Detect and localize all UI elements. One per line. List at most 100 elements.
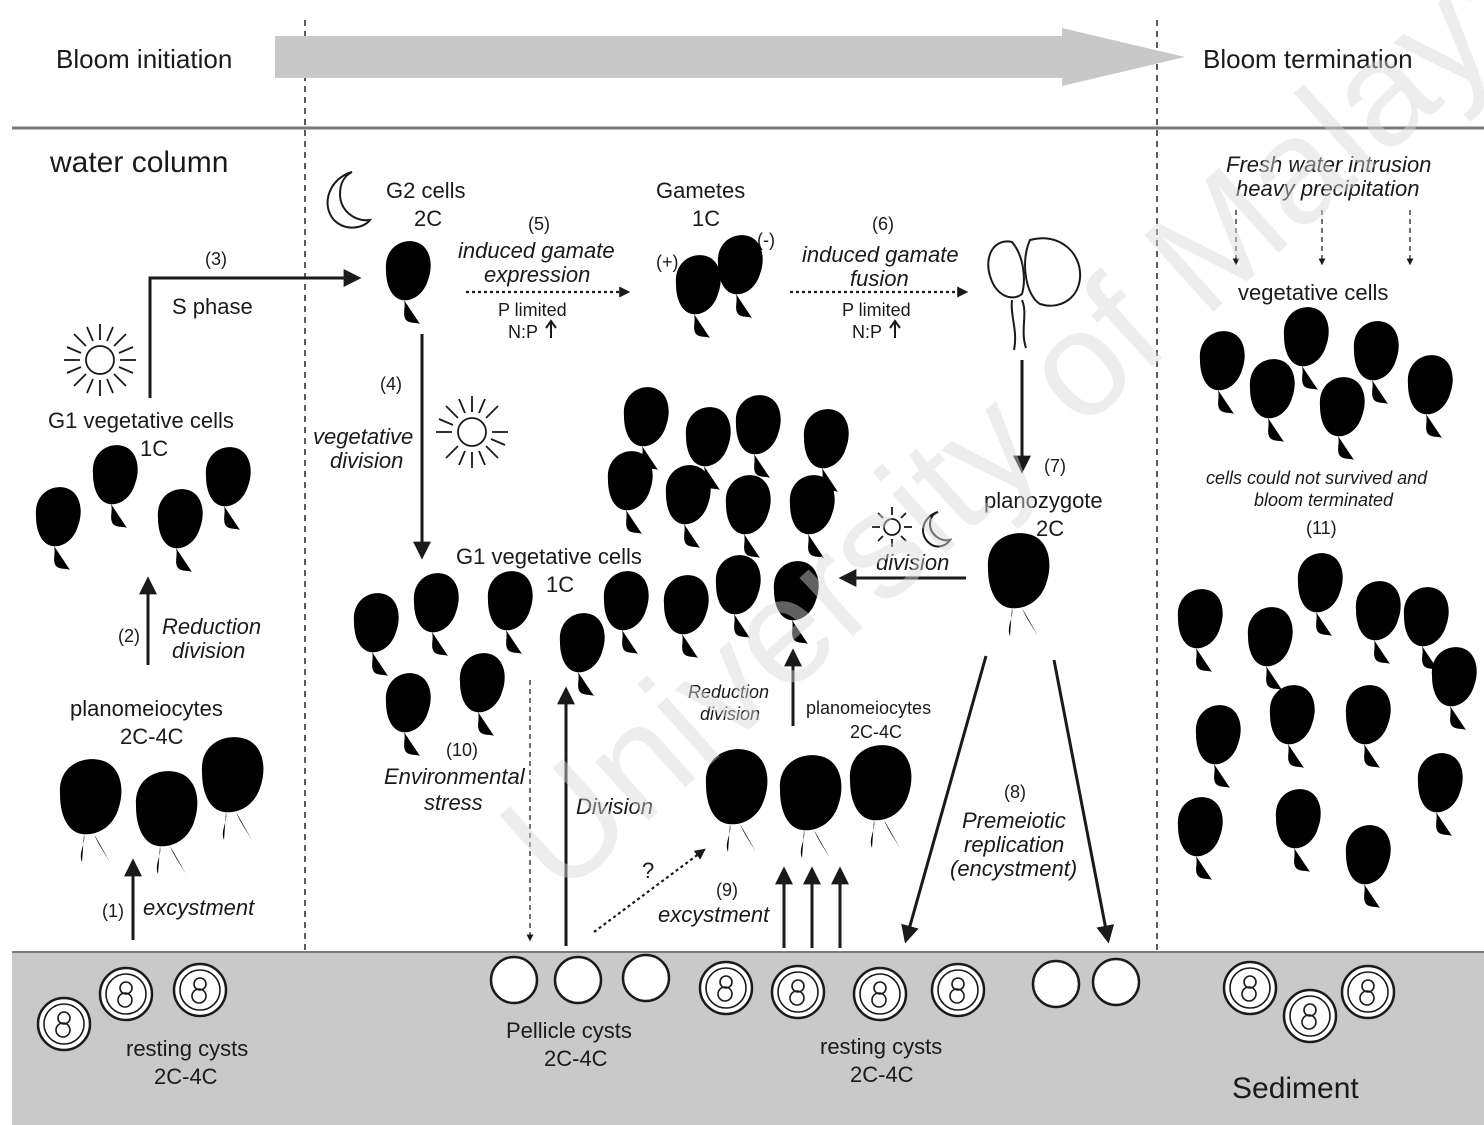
g1-center-ploidy: 1C — [546, 572, 574, 597]
g1-left-cell — [205, 447, 251, 530]
planomeiocyte-left — [135, 771, 198, 874]
gamete-expression-label-1: induced gamate — [458, 238, 615, 263]
planomeiocyte-left — [201, 737, 264, 840]
np-ratio-6: N:P — [852, 322, 882, 342]
resting-cysts-left-ploidy: 2C-4C — [154, 1064, 218, 1089]
vegetative-cell-right — [1275, 789, 1321, 872]
g1-left-label: G1 vegetative cells — [48, 408, 234, 433]
step-1-number: (1) — [102, 901, 124, 921]
dying-cell — [1247, 607, 1293, 690]
g2-cells-ploidy: 2C — [414, 206, 442, 231]
stressed-cell — [385, 673, 431, 756]
g2-cell — [385, 241, 431, 324]
pellicle-cyst — [621, 953, 671, 1003]
left-column: (3) S phase G1 vegetative cells 1C (2) R… — [35, 249, 362, 940]
planomeiocyte-left — [59, 759, 122, 862]
vegetative-cell-right — [1297, 553, 1343, 636]
excystment-center-label: excystment — [658, 902, 770, 927]
center-column: G2 cells 2C (5) induced gamate expressio… — [313, 171, 1115, 948]
resting-cyst — [98, 966, 154, 1022]
g1-center-cell — [603, 571, 649, 654]
cells-terminated-label-1: cells could not survived and — [1206, 468, 1428, 488]
dying-cell — [1319, 377, 1365, 460]
s-phase-arrow — [148, 269, 362, 398]
fresh-water-label-1: Fresh water intrusion — [1226, 152, 1431, 177]
bloom-cell — [665, 465, 711, 548]
dying-cell — [1431, 647, 1477, 730]
bloom-cell — [735, 395, 781, 478]
sediment-label: Sediment — [1232, 1072, 1359, 1105]
fresh-water-label-2: heavy precipitation — [1236, 176, 1419, 201]
premeiotic-label-3: (encystment) — [950, 856, 1077, 881]
resting-cyst — [1340, 964, 1396, 1020]
resting-cyst — [1282, 988, 1338, 1044]
planozygote-ploidy: 2C — [1036, 516, 1064, 541]
g2-cells-label: G2 cells — [386, 178, 465, 203]
pellicle-cyst — [1091, 957, 1141, 1007]
resting-cysts-center-ploidy: 2C-4C — [850, 1062, 914, 1087]
bloom-termination-label: Bloom termination — [1203, 44, 1413, 74]
dying-cell — [1269, 685, 1315, 768]
s-phase-label: S phase — [172, 294, 253, 319]
planomeiocytes-left-label: planomeiocytes — [70, 696, 223, 721]
pellicle-cyst — [553, 955, 603, 1005]
g1-center-label: G1 vegetative cells — [456, 544, 642, 569]
sun-icon-small — [872, 507, 912, 547]
dying-cell — [1355, 581, 1401, 664]
g1-left-cell — [35, 487, 81, 570]
dying-cell — [1417, 753, 1463, 836]
bloom-progress-arrow — [275, 28, 1185, 86]
reduction-left-label-1: Reduction — [162, 614, 261, 639]
step-10-number: (10) — [446, 740, 478, 760]
g1-left-ploidy: 1C — [140, 436, 168, 461]
sediment-layer: resting cysts 2C-4C Pellicle cysts 2C-4C… — [36, 953, 1396, 1105]
sun-icon-center — [436, 396, 508, 468]
pellicle-cysts-ploidy: 2C-4C — [544, 1046, 608, 1071]
moon-icon — [326, 171, 373, 229]
vegetative-division-label-1: vegetative — [313, 424, 413, 449]
g1-center-cell — [353, 593, 399, 676]
gamete-fusion-label-1: induced gamate — [802, 242, 959, 267]
encystment-arrow-left — [901, 655, 988, 944]
resting-cysts-left-label: resting cysts — [126, 1036, 248, 1061]
dying-cell — [1177, 797, 1223, 880]
p-limited-5: P limited — [498, 300, 567, 320]
resting-cyst — [698, 960, 754, 1016]
vegetative-cell-right — [1195, 705, 1241, 788]
encystment-arrow-right — [1052, 659, 1115, 944]
bloom-initiation-label: Bloom initiation — [56, 44, 232, 74]
step-3-number: (3) — [205, 249, 227, 269]
division-center-label: Division — [576, 794, 653, 819]
planomeiocytes-center-label: planomeiocytes — [806, 698, 931, 718]
resting-cyst — [1222, 960, 1278, 1016]
g1-center-cell — [487, 571, 533, 654]
dying-cell — [1407, 355, 1453, 438]
dying-cell — [1345, 825, 1391, 908]
pellicle-cyst — [489, 955, 539, 1005]
cells-terminated-label-2: bloom terminated — [1254, 490, 1394, 510]
vegetative-cell-right — [1177, 589, 1223, 672]
gametes-ploidy: 1C — [692, 206, 720, 231]
vegetative-cell-right — [1345, 685, 1391, 768]
gamete-plus — [675, 255, 721, 338]
dying-cell — [1249, 359, 1295, 442]
step-2-number: (2) — [118, 626, 140, 646]
resting-cysts-center-label: resting cysts — [820, 1034, 942, 1059]
step-5-number: (5) — [528, 214, 550, 234]
premeiotic-label-1: Premeiotic — [962, 808, 1066, 833]
uncertain-excystment-arrow — [593, 848, 706, 933]
step-9-number: (9) — [716, 880, 738, 900]
gamete-fusion-label-2: fusion — [850, 266, 909, 291]
planomeiocytes-center-ploidy: 2C-4C — [850, 722, 902, 742]
p-limited-6: P limited — [842, 300, 911, 320]
stressed-cell — [459, 653, 505, 736]
resting-cyst — [770, 964, 826, 1020]
sun-icon — [64, 324, 136, 396]
g1-left-cell — [157, 489, 203, 572]
environmental-stress-label-1: Environmental — [384, 764, 526, 789]
g1-left-cell — [92, 445, 138, 528]
water-column-label: water column — [49, 146, 228, 179]
pellicle-cysts-label: Pellicle cysts — [506, 1018, 632, 1043]
reduction-center-label-2: division — [700, 704, 760, 724]
g1-center-cell — [413, 573, 459, 656]
